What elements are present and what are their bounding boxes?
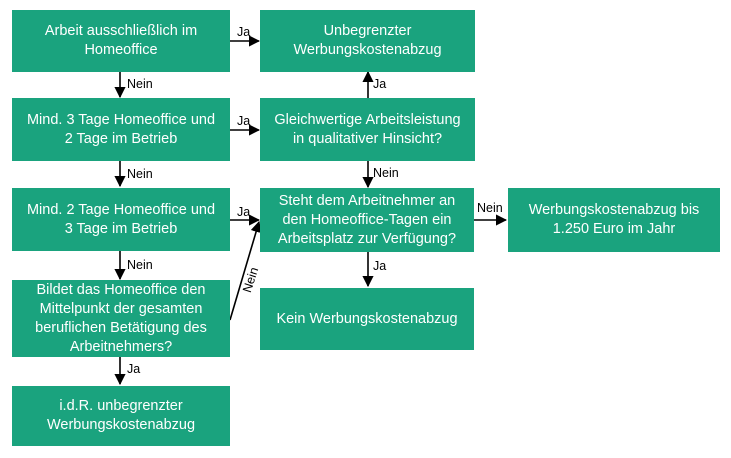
label-no-homeoffice: Nein xyxy=(127,77,153,91)
label-yes-min3: Ja xyxy=(237,114,251,128)
node-min3-home: Mind. 3 Tage Homeoffice und 2 Tage im Be… xyxy=(12,98,230,161)
node-no-deduction: Kein Werbungskostenabzug xyxy=(260,288,474,350)
label-no-workplace: Nein xyxy=(477,201,503,215)
node-workplace: Steht dem Arbeitnehmer an den Homeoffice… xyxy=(260,188,474,252)
label-yes-min2: Ja xyxy=(237,205,251,219)
edge-center-to-workplace xyxy=(229,220,262,321)
node-center-activity: Bildet das Homeoffice den Mittelpunkt de… xyxy=(12,280,230,357)
node-homeoffice-only: Arbeit ausschließlich im Homeoffice xyxy=(12,10,230,72)
node-equal-work: Gleichwertige Arbeitsleistung in qualita… xyxy=(260,98,475,161)
node-idr-unlimited: i.d.R. unbegrenzter Werbungskostenabzug xyxy=(12,386,230,446)
node-unlimited-deduction: Unbegrenzter Werbungskostenabzug xyxy=(260,10,475,72)
label-no-min2: Nein xyxy=(127,258,153,272)
label-yes-homeoffice: Ja xyxy=(237,25,251,39)
node-min2-home: Mind. 2 Tage Homeoffice und 3 Tage im Be… xyxy=(12,188,230,251)
label-no-equal: Nein xyxy=(373,166,399,180)
label-yes-center: Ja xyxy=(127,362,141,376)
node-deduction-1250: Werbungskostenabzug bis 1.250 Euro im Ja… xyxy=(508,188,720,252)
label-yes-workplace: Ja xyxy=(373,259,387,273)
label-no-min3: Nein xyxy=(127,167,153,181)
label-yes-equal: Ja xyxy=(373,77,387,91)
